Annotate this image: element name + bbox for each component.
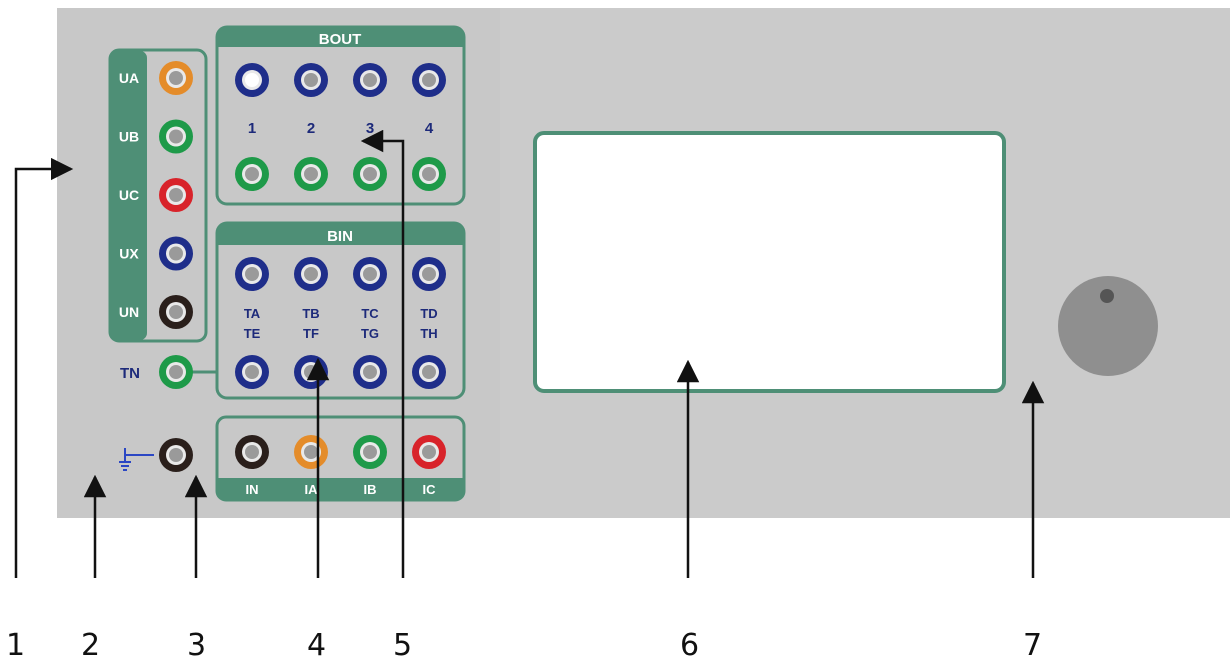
bin-label-te: TE — [244, 326, 261, 341]
bin-label-tc: TC — [361, 306, 379, 321]
bout-terminal-top-3[interactable] — [353, 63, 387, 97]
bout-terminal-bottom-4[interactable] — [412, 157, 446, 191]
bout-terminal-top-1[interactable] — [235, 63, 269, 97]
callout-arrow-5 — [360, 129, 405, 578]
bout-number-2: 2 — [307, 120, 315, 137]
current-terminal-in[interactable] — [235, 435, 269, 469]
callout-arrow-1 — [14, 157, 74, 578]
bin-terminal-ta[interactable] — [235, 257, 269, 291]
callout-number-1: 1 — [6, 628, 26, 663]
current-label-ic: IC — [423, 482, 437, 497]
voltage-label-ua: UA — [119, 70, 139, 86]
voltage-terminal-ub[interactable] — [159, 119, 193, 154]
bout-terminal-top-2[interactable] — [294, 63, 328, 97]
bin-terminal-tc[interactable] — [353, 257, 387, 291]
voltage-terminal-uc[interactable] — [159, 178, 193, 212]
bin-label-th: TH — [420, 326, 437, 341]
callout-number-7: 7 — [1023, 628, 1043, 663]
bin-terminal-te[interactable] — [235, 355, 269, 389]
bin-label-tb: TB — [302, 306, 319, 321]
bin-label-ta: TA — [244, 306, 261, 321]
callout-number-2: 2 — [81, 628, 101, 663]
bout-number-1: 1 — [248, 120, 256, 137]
bout-terminal-top-4[interactable] — [412, 63, 446, 97]
current-terminal-ic[interactable] — [412, 435, 446, 469]
tn-terminal[interactable] — [159, 355, 193, 389]
bout-number-4: 4 — [425, 120, 434, 137]
bin-label-tg: TG — [361, 326, 379, 341]
bout-number-3: 3 — [366, 120, 374, 137]
bin-terminal-td[interactable] — [412, 257, 446, 291]
callout-number-4: 4 — [307, 628, 327, 663]
rotary-knob[interactable] — [1058, 276, 1158, 376]
voltage-terminal-ux[interactable] — [159, 236, 193, 271]
voltage-label-uc: UC — [119, 187, 139, 203]
bout-title: BOUT — [319, 31, 362, 48]
bout-terminal-bottom-1[interactable] — [235, 157, 269, 191]
callout-number-6: 6 — [680, 628, 700, 663]
current-terminal-ib[interactable] — [353, 435, 387, 469]
voltage-terminal-ua[interactable] — [159, 61, 193, 95]
ground-icon — [119, 448, 154, 471]
bin-terminal-tf[interactable] — [294, 355, 328, 389]
bin-title: BIN — [327, 228, 353, 245]
callout-number-5: 5 — [393, 628, 413, 663]
current-terminal-ia[interactable] — [294, 435, 328, 469]
bout-terminal-bottom-3[interactable] — [353, 157, 387, 191]
bout-header — [217, 27, 464, 47]
voltage-label-strip — [111, 51, 147, 340]
voltage-label-un: UN — [119, 304, 139, 320]
tn-label: TN — [120, 365, 140, 382]
ground-terminal[interactable] — [159, 438, 193, 472]
current-label-ia: IA — [305, 482, 319, 497]
current-label-ib: IB — [364, 482, 377, 497]
knob-indicator-dot — [1100, 289, 1114, 303]
bin-terminal-th[interactable] — [412, 355, 446, 389]
lcd-display — [533, 131, 1006, 393]
callout-number-3: 3 — [187, 628, 207, 663]
bin-terminal-tb[interactable] — [294, 257, 328, 291]
current-label-in: IN — [246, 482, 259, 497]
bin-terminal-tg[interactable] — [353, 355, 387, 389]
voltage-terminal-un[interactable] — [159, 295, 193, 329]
voltage-label-ub: UB — [119, 129, 139, 145]
voltage-label-ux: UX — [119, 246, 139, 262]
bin-label-tf: TF — [303, 326, 319, 341]
bout-terminal-bottom-2[interactable] — [294, 157, 328, 191]
bin-label-td: TD — [420, 306, 437, 321]
